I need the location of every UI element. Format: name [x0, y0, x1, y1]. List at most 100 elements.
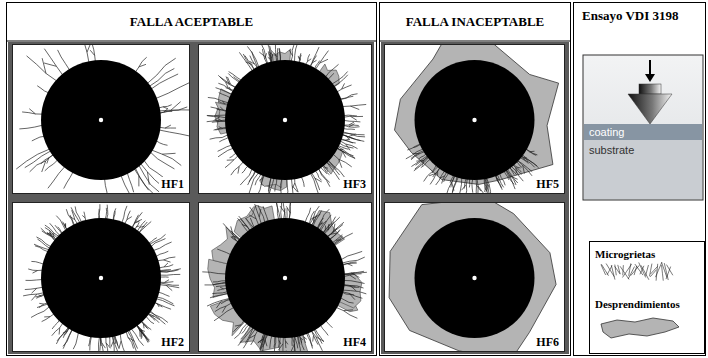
- micro-crack: [221, 300, 230, 304]
- crack-stroke: [653, 270, 657, 274]
- micro-crack: [75, 206, 81, 222]
- micro-crack: [166, 285, 172, 290]
- micro-crack: [213, 281, 226, 282]
- legend: MicrogrietasDesprendimientos: [589, 241, 705, 354]
- micro-crack: [238, 328, 253, 346]
- micro-crack: [212, 292, 227, 294]
- micro-crack: [102, 343, 106, 349]
- micro-crack: [231, 226, 234, 235]
- micro-crack: [218, 145, 232, 151]
- class-label: HF1: [159, 177, 186, 191]
- micro-crack: [31, 294, 37, 300]
- legend-entry: Desprendimientos: [595, 298, 685, 342]
- failure-class-panel: HF3: [198, 44, 372, 194]
- panel-grid: [8, 42, 374, 354]
- micro-crack: [311, 47, 319, 67]
- micro-crack: [334, 233, 353, 245]
- micro-crack: [343, 309, 353, 311]
- micro-crack: [275, 178, 277, 191]
- micro-crack: [459, 178, 462, 194]
- micro-crack: [245, 328, 253, 344]
- micro-crack: [163, 107, 168, 109]
- micro-crack: [105, 179, 107, 194]
- micro-crack: [44, 63, 56, 66]
- micro-crack: [465, 179, 467, 194]
- micro-crack: [164, 280, 169, 283]
- crack-stroke: [622, 272, 626, 278]
- micro-crack: [32, 136, 44, 141]
- micro-crack: [50, 230, 52, 236]
- micro-crack: [231, 162, 244, 175]
- micro-crack: [310, 217, 315, 220]
- crack-stroke: [619, 270, 620, 274]
- micro-crack: [336, 307, 357, 318]
- micro-crack: [327, 222, 344, 236]
- micro-crack: [307, 59, 311, 62]
- load-arrow: [649, 60, 651, 75]
- crack-stroke: [628, 270, 630, 276]
- micro-crack: [220, 287, 224, 289]
- crack-stroke: [615, 271, 617, 276]
- indenter-cone: [628, 94, 672, 124]
- micro-crack: [112, 336, 119, 352]
- micro-crack: [31, 261, 43, 264]
- micro-crack: [216, 300, 222, 308]
- micro-crack: [114, 336, 116, 344]
- micro-crack: [31, 307, 49, 318]
- micro-crack: [279, 48, 281, 61]
- micro-crack: [26, 279, 42, 281]
- micro-crack: [278, 344, 283, 351]
- micro-crack: [266, 44, 272, 63]
- micro-crack: [284, 208, 286, 219]
- crack-stroke: [650, 271, 653, 274]
- micro-crack: [297, 336, 300, 352]
- micro-crack: [36, 295, 44, 299]
- micro-crack: [147, 58, 175, 83]
- layer-label: coating: [589, 125, 624, 139]
- micro-crack: [514, 164, 522, 172]
- micro-crack: [149, 238, 157, 243]
- micro-crack: [421, 159, 431, 167]
- micro-crack: [341, 251, 362, 259]
- micro-crack: [39, 303, 44, 305]
- micro-crack: [315, 178, 322, 182]
- micro-crack: [65, 223, 66, 227]
- micro-crack: [315, 329, 324, 342]
- micro-crack: [274, 336, 276, 352]
- micro-crack: [171, 102, 181, 111]
- micro-crack: [517, 160, 532, 175]
- micro-crack: [485, 178, 488, 193]
- micro-crack: [529, 151, 534, 152]
- micro-crack: [231, 237, 238, 242]
- crack-stroke: [641, 265, 645, 273]
- micro-crack: [416, 156, 428, 165]
- crack-stroke: [631, 266, 635, 273]
- micro-crack: [327, 162, 340, 180]
- micro-crack: [114, 336, 119, 348]
- indent-crater: [415, 218, 535, 338]
- panel-ground: [198, 202, 372, 352]
- micro-crack: [36, 237, 51, 247]
- micro-crack: [279, 48, 280, 61]
- crack-stroke: [611, 265, 613, 273]
- micro-crack: [216, 286, 227, 287]
- micro-crack: [222, 306, 226, 313]
- micro-crack: [129, 330, 138, 349]
- micro-crack: [62, 222, 67, 230]
- indenter-shank: [639, 84, 661, 94]
- micro-crack: [211, 107, 227, 111]
- micro-crack: [63, 330, 72, 347]
- micro-crack: [289, 50, 292, 56]
- micro-crack: [478, 186, 483, 193]
- micro-crack: [285, 337, 286, 348]
- micro-crack: [292, 186, 298, 192]
- micro-crack: [87, 44, 92, 52]
- micro-crack: [311, 215, 316, 225]
- micro-crack: [298, 336, 300, 345]
- indent-center: [99, 118, 103, 122]
- micro-crack: [521, 156, 528, 161]
- micro-crack: [414, 157, 429, 171]
- micro-crack: [342, 151, 345, 158]
- micro-crack: [98, 337, 100, 352]
- crack-stroke: [607, 271, 609, 275]
